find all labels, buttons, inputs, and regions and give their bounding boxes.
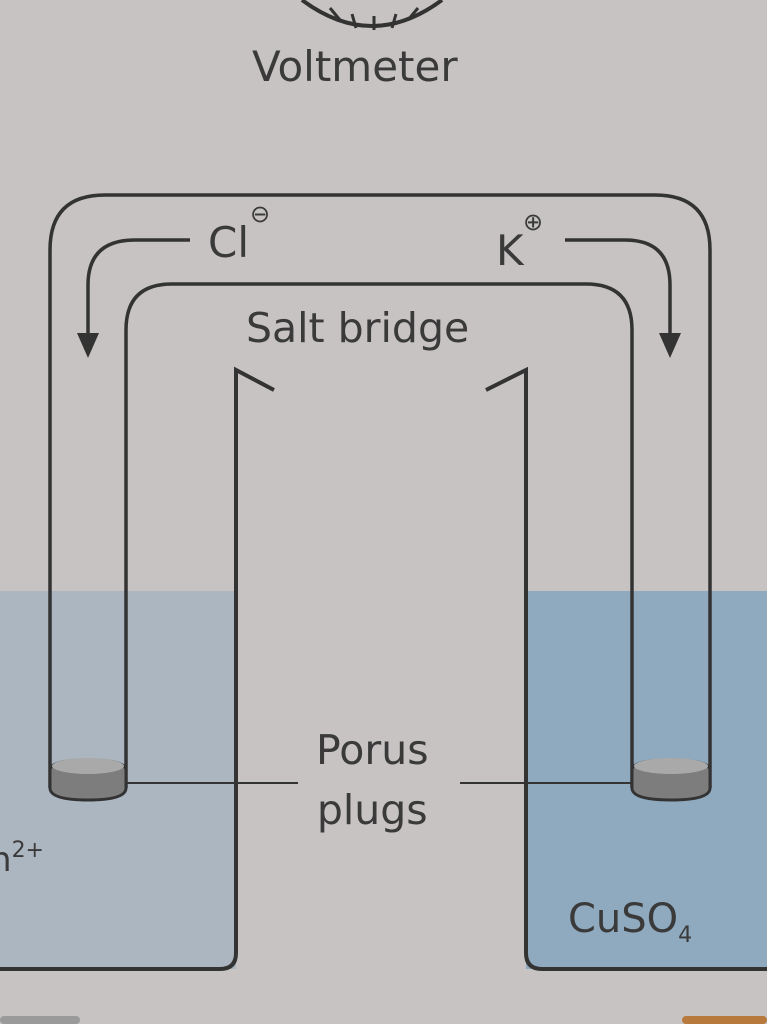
- left-beaker-wall: [0, 366, 275, 971]
- anion-charge-icon: ⊖: [250, 200, 271, 228]
- right-solution-subscript: 4: [678, 923, 693, 948]
- porous-plugs-label: Porus plugs: [316, 720, 429, 840]
- left-solution-charge: 2+: [11, 838, 44, 863]
- right-beaker-wall: [485, 366, 767, 971]
- left-solution-text: n: [0, 840, 12, 880]
- voltmeter-label: Voltmeter: [252, 42, 458, 91]
- right-plug-top: [634, 758, 708, 774]
- cation-charge-icon: ⊕: [523, 208, 544, 236]
- anion-label: Cl: [208, 218, 249, 267]
- cation-flow-arrow: [565, 238, 672, 335]
- anion-flow-arrow: [86, 238, 190, 335]
- left-plug-top: [52, 758, 124, 774]
- cation-label: K: [496, 226, 524, 275]
- right-solution-label: CuSO4: [568, 896, 692, 948]
- voltmeter-ticks: [328, 7, 420, 30]
- salt-bridge-outer-wall: [48, 193, 712, 788]
- salt-bridge-inner-wall: [124, 282, 634, 788]
- cation-arrow-head: [659, 333, 681, 358]
- porous-plugs-line2: plugs: [316, 786, 428, 834]
- right-solution-formula: CuSO: [568, 896, 679, 942]
- porous-plugs-line1: Porus: [316, 726, 429, 774]
- left-solution-label: n2+: [0, 838, 44, 880]
- bottom-right-fragment: [682, 1016, 767, 1024]
- voltmeter-dial: [300, 0, 444, 28]
- bottom-left-fragment: [0, 1016, 80, 1024]
- anion-arrow-head: [77, 333, 99, 358]
- salt-bridge-label: Salt bridge: [246, 304, 470, 352]
